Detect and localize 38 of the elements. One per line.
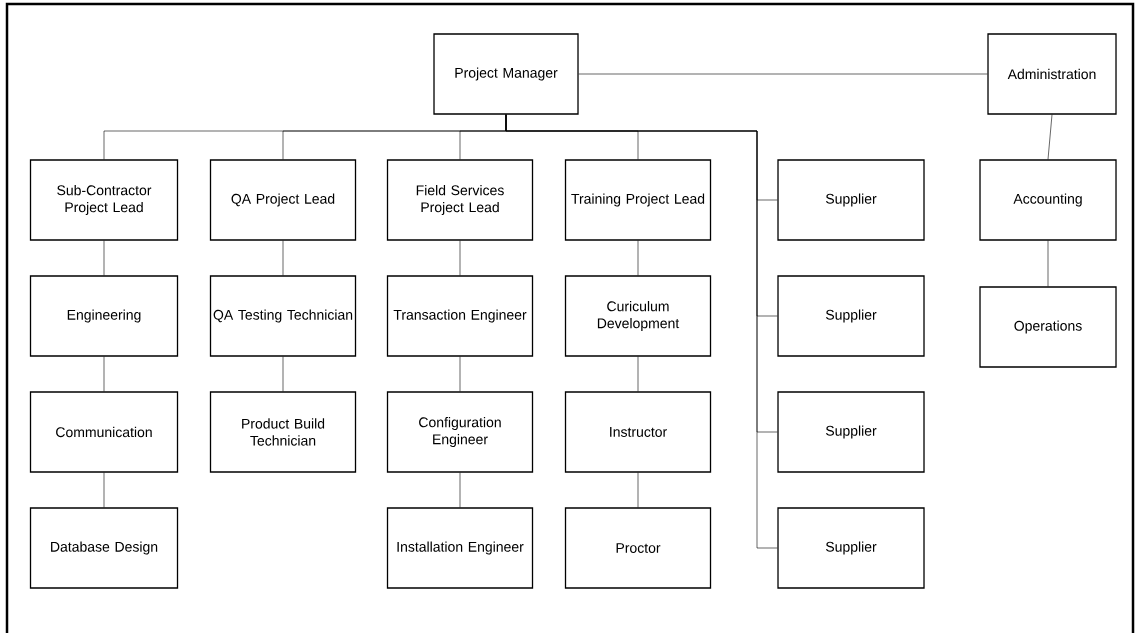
org-box: Configuration Engineer <box>386 391 534 473</box>
org-box: Accounting <box>979 159 1117 241</box>
org-box: Communication <box>29 391 179 473</box>
org-box: Transaction Engineer <box>386 275 534 357</box>
connector-line <box>1047 240 1049 287</box>
connector-line <box>103 472 105 508</box>
org-box: Product Build Technician <box>209 391 357 473</box>
org-box: Database Design <box>29 507 179 589</box>
connector-line <box>637 356 639 392</box>
connector-line <box>637 472 639 508</box>
org-box: Supplier <box>777 507 925 589</box>
connector-line <box>103 356 105 392</box>
org-box: Engineering <box>29 275 179 357</box>
connector-line <box>282 240 284 276</box>
org-box: QA Project Lead <box>209 159 357 241</box>
org-box: Proctor <box>564 507 712 589</box>
org-box: Curiculum Development <box>564 275 712 357</box>
connector-line <box>459 472 461 508</box>
connector-line <box>505 114 778 549</box>
connector-line <box>459 356 461 392</box>
org-box: Project Manager <box>433 33 579 115</box>
org-box: Sub-Contractor Project Lead <box>29 159 179 241</box>
connector-line <box>1047 114 1053 160</box>
org-box: Supplier <box>777 159 925 241</box>
connector-line <box>578 73 988 75</box>
org-box: Supplier <box>777 391 925 473</box>
connector-line <box>282 356 284 392</box>
org-box: Operations <box>979 286 1117 368</box>
org-box: Installation Engineer <box>386 507 534 589</box>
org-box: Field Services Project Lead <box>386 159 534 241</box>
org-box: QA Testing Technician <box>209 275 357 357</box>
connector-line <box>459 240 461 276</box>
org-box: Administration <box>987 33 1117 115</box>
connector-line <box>637 240 639 276</box>
org-box: Supplier <box>777 275 925 357</box>
org-box: Training Project Lead <box>564 159 712 241</box>
connector-line <box>103 240 105 276</box>
org-box: Instructor <box>564 391 712 473</box>
